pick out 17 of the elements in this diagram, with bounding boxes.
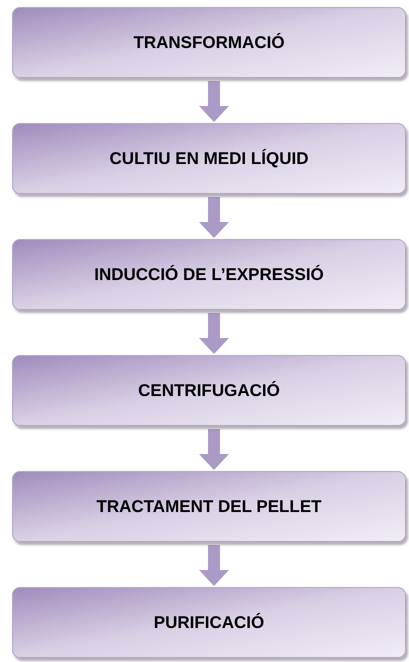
- process-box: [12, 7, 406, 78]
- step-label: TRACTAMENT DEL PELLET: [96, 496, 322, 518]
- process-box: [12, 123, 406, 194]
- arrow: [199, 429, 229, 470]
- process-box: [12, 471, 406, 542]
- arrow: [199, 545, 229, 586]
- step-label: CENTRIFUGACIÓ: [138, 380, 280, 402]
- step-label: PURIFICACIÓ: [154, 612, 264, 634]
- process-box: [12, 355, 406, 426]
- process-box: [12, 587, 406, 658]
- step-label: TRANSFORMACIÓ: [133, 32, 285, 54]
- arrow: [199, 81, 229, 122]
- arrow: [199, 313, 229, 354]
- step-label: CULTIU EN MEDI LÍQUID: [110, 148, 308, 170]
- arrow: [199, 197, 229, 238]
- step-label: INDUCCIÓ DE L’EXPRESSIÓ: [94, 264, 324, 286]
- process-box: [12, 239, 406, 310]
